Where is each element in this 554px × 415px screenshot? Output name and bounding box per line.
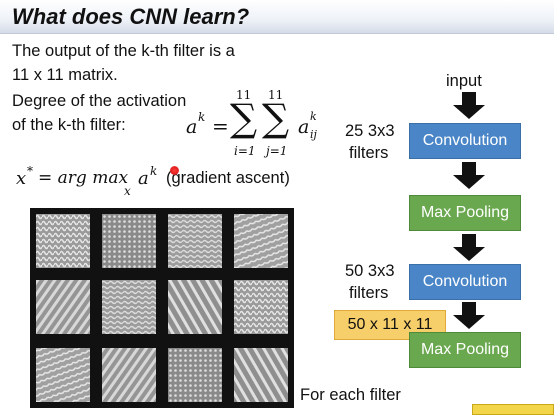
filter-tile	[234, 280, 288, 334]
convolution-box-1: Convolution	[409, 123, 521, 159]
text-line-2: 11 x 11 matrix.	[12, 66, 118, 84]
eq-equals: =	[212, 114, 229, 138]
argmax-star: *	[27, 164, 33, 178]
sum1-bottom: i=1	[234, 144, 256, 158]
activation-equation: a k = 11 ∑ i=1 11 ∑ j=1 a k ij	[186, 86, 336, 166]
eq-rhs-sup: k	[310, 110, 317, 123]
max-pooling-box-2: Max Pooling	[409, 332, 521, 368]
corner-badge	[472, 404, 554, 415]
filter-tile	[234, 348, 288, 402]
convolution-box-2: Convolution	[409, 264, 521, 300]
filter-visualization-grid	[30, 208, 294, 408]
filter-tile	[102, 214, 156, 268]
text-line-3: Degree of the activation	[12, 92, 187, 110]
sum2-sigma-icon: ∑	[262, 96, 290, 140]
conv2-filter-word: filters	[349, 284, 389, 302]
argmax-lhs: x	[16, 168, 27, 189]
red-pointer-dot-icon	[170, 166, 179, 175]
conv1-filter-count: 25 3x3	[345, 122, 395, 140]
gradient-ascent-text: (gradient ascent)	[166, 169, 290, 187]
conv1-filter-word: filters	[349, 144, 389, 162]
eq-rhs-a: a	[298, 116, 310, 138]
max-pooling-box-1: Max Pooling	[409, 195, 521, 231]
argmax-a: a	[138, 168, 149, 189]
argmax-text: = arg max	[38, 168, 129, 188]
title-bar	[0, 0, 554, 34]
down-arrow-icon	[453, 162, 485, 189]
filter-tile	[168, 214, 222, 268]
eq-lhs-sup: k	[198, 110, 206, 124]
filter-tile	[234, 214, 288, 268]
down-arrow-icon	[453, 302, 485, 329]
conv2-filter-count: 50 3x3	[345, 262, 395, 280]
sum1-top: 11	[236, 88, 252, 102]
eq-rhs-sub: ij	[310, 128, 317, 141]
for-each-filter-caption: For each filter	[300, 386, 401, 404]
flow-input-label: input	[446, 72, 482, 90]
filter-tile	[102, 280, 156, 334]
text-line-4: of the k-th filter:	[12, 116, 126, 134]
filter-tile	[36, 214, 90, 268]
sum1-sigma-icon: ∑	[230, 96, 258, 140]
down-arrow-icon	[453, 234, 485, 261]
sum2-bottom: j=1	[266, 144, 288, 158]
argmax-equation: x * = arg max x a k (gradient ascent)	[12, 164, 312, 204]
argmax-under: x	[124, 184, 131, 198]
feature-map-shape-badge: 50 x 11 x 11	[334, 310, 446, 340]
filter-tile	[168, 280, 222, 334]
filter-tile	[102, 348, 156, 402]
text-line-1: The output of the k-th filter is a	[12, 42, 235, 60]
eq-lhs-a: a	[186, 116, 198, 138]
argmax-sup: k	[150, 164, 158, 178]
down-arrow-icon	[453, 92, 485, 119]
filter-tile	[168, 348, 222, 402]
filter-tile	[36, 348, 90, 402]
sum2-top: 11	[268, 88, 284, 102]
filter-tile	[36, 280, 90, 334]
slide-title: What does CNN learn?	[12, 4, 250, 29]
